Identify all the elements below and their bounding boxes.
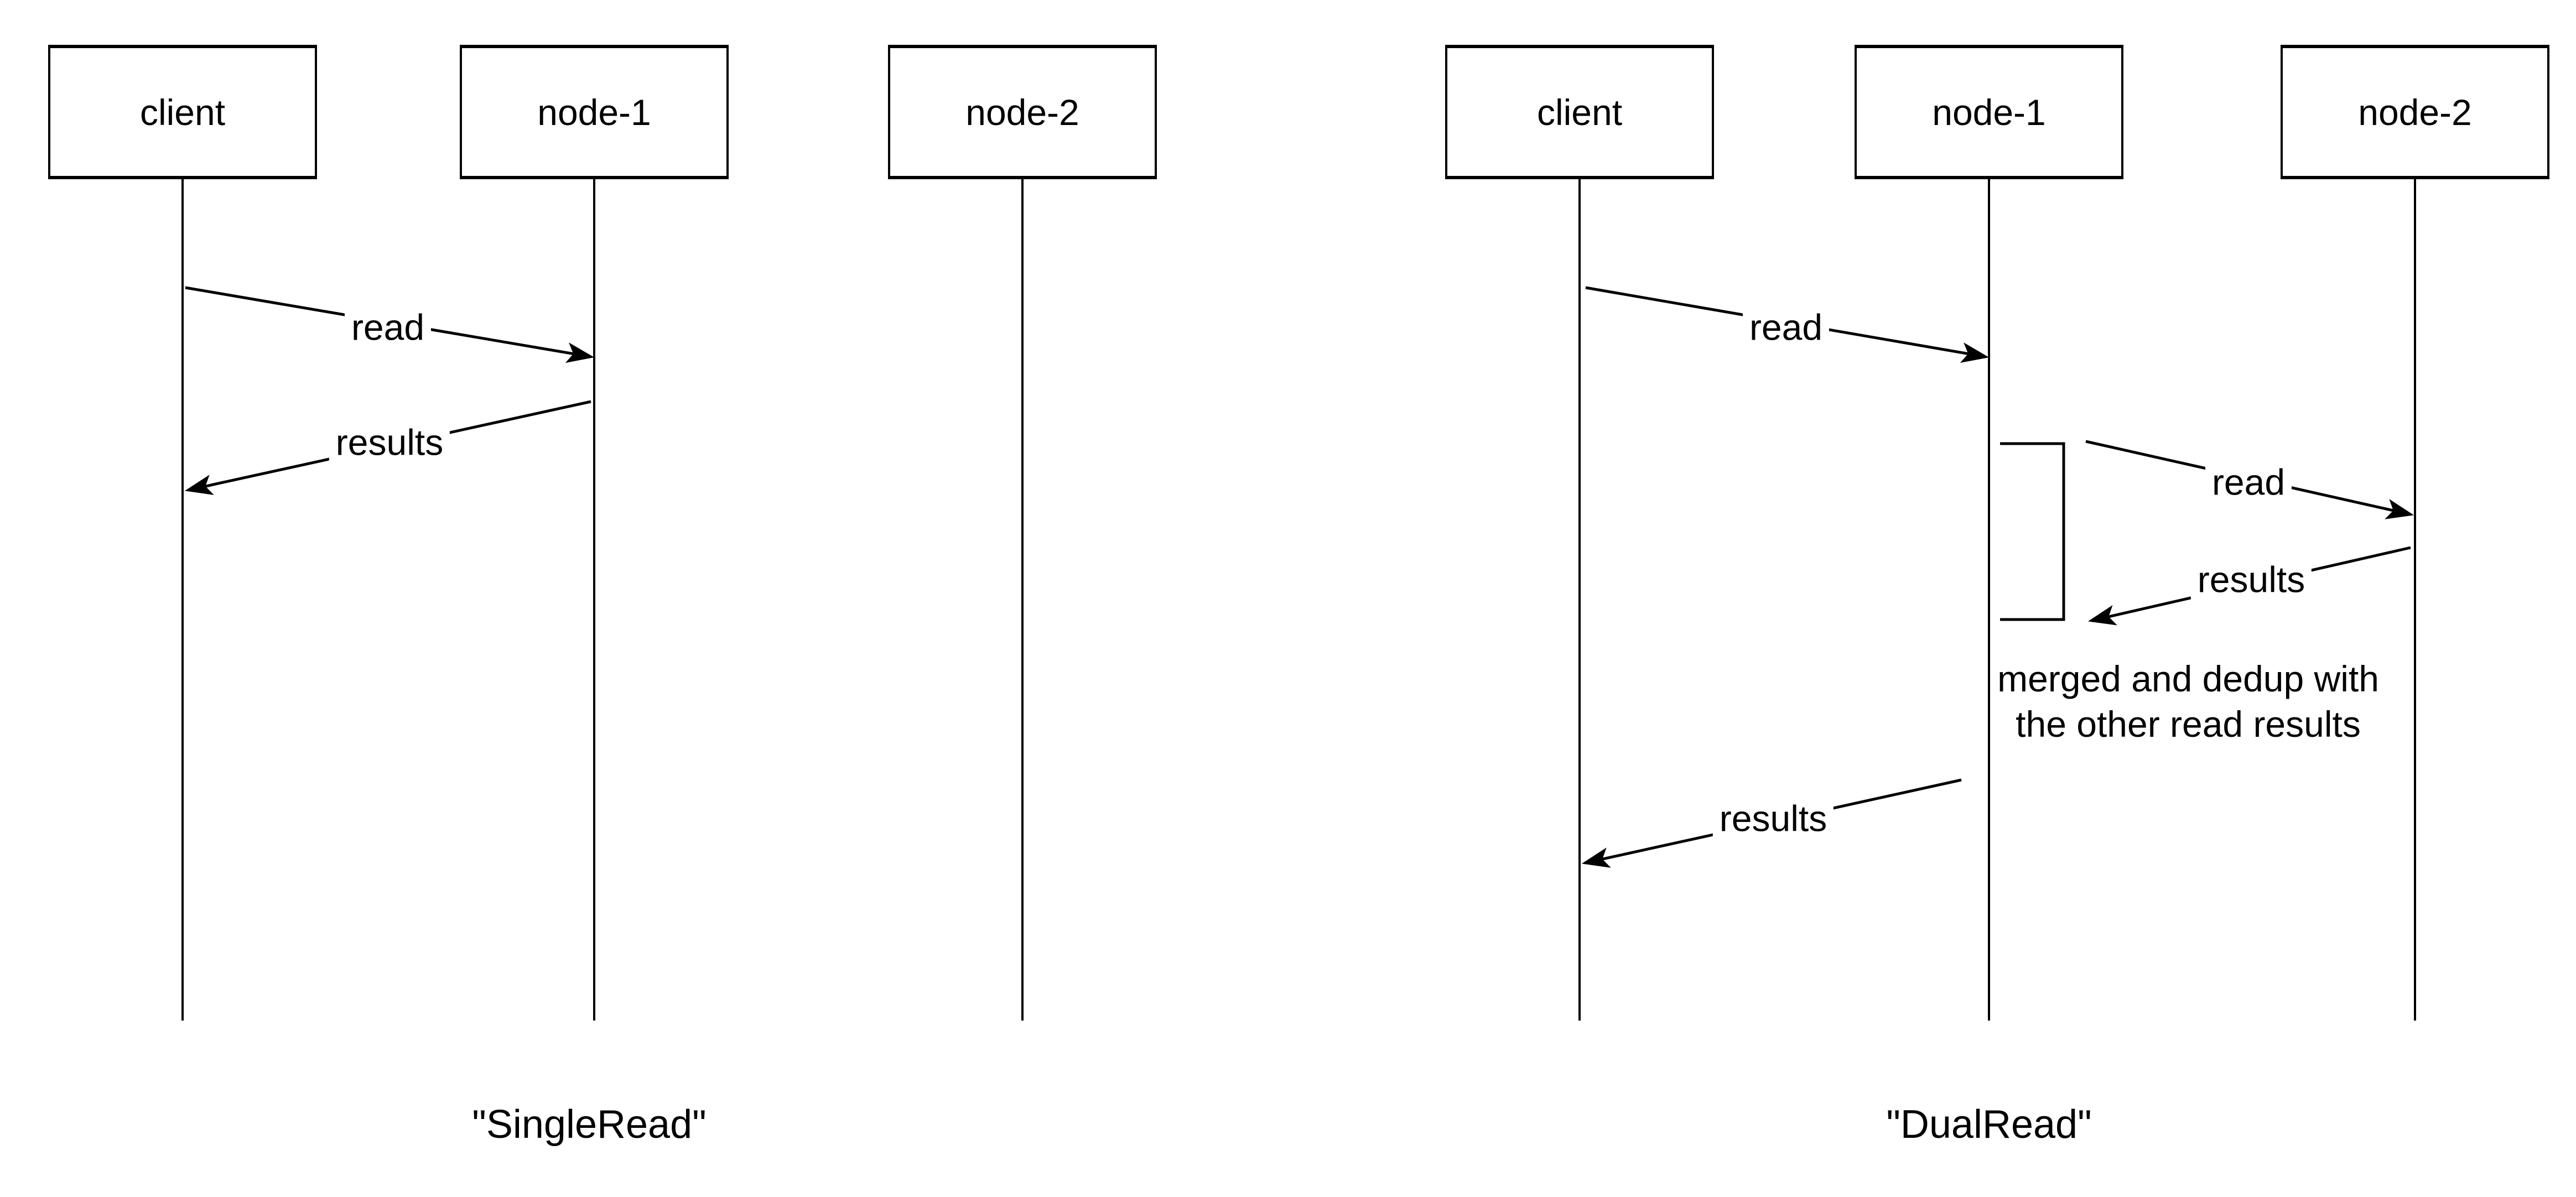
- merge-note-line: merged and dedup with: [1997, 658, 2379, 699]
- actor-box-node-1: node-1: [1855, 45, 2123, 179]
- message-label-read: read: [1742, 306, 1830, 349]
- actor-label: client: [139, 91, 226, 133]
- caption-single-read: "SingleRead": [472, 1102, 707, 1147]
- actor-box-node-2: node-2: [2281, 45, 2549, 179]
- message-label-read: read: [344, 306, 432, 349]
- actor-label: node-1: [1932, 91, 2046, 133]
- caption-dual-read: "DualRead": [1886, 1102, 2092, 1147]
- message-label-results: results: [2190, 558, 2312, 601]
- message-label-results: results: [1712, 797, 1834, 840]
- actor-label: client: [1536, 91, 1623, 133]
- actor-box-client: client: [1445, 45, 1714, 179]
- merge-note: merged and dedup with the other read res…: [1997, 656, 2379, 747]
- message-label-results: results: [329, 421, 450, 464]
- message-label-read: read: [2205, 461, 2292, 504]
- actor-label: node-2: [965, 91, 1079, 133]
- actor-box-client: client: [48, 45, 317, 179]
- activation-bracket: [2000, 442, 2065, 621]
- actor-box-node-2: node-2: [888, 45, 1157, 179]
- actor-label: node-2: [2358, 91, 2472, 133]
- actor-box-node-1: node-1: [460, 45, 729, 179]
- merge-note-line: the other read results: [2016, 704, 2361, 745]
- actor-label: node-1: [537, 91, 651, 133]
